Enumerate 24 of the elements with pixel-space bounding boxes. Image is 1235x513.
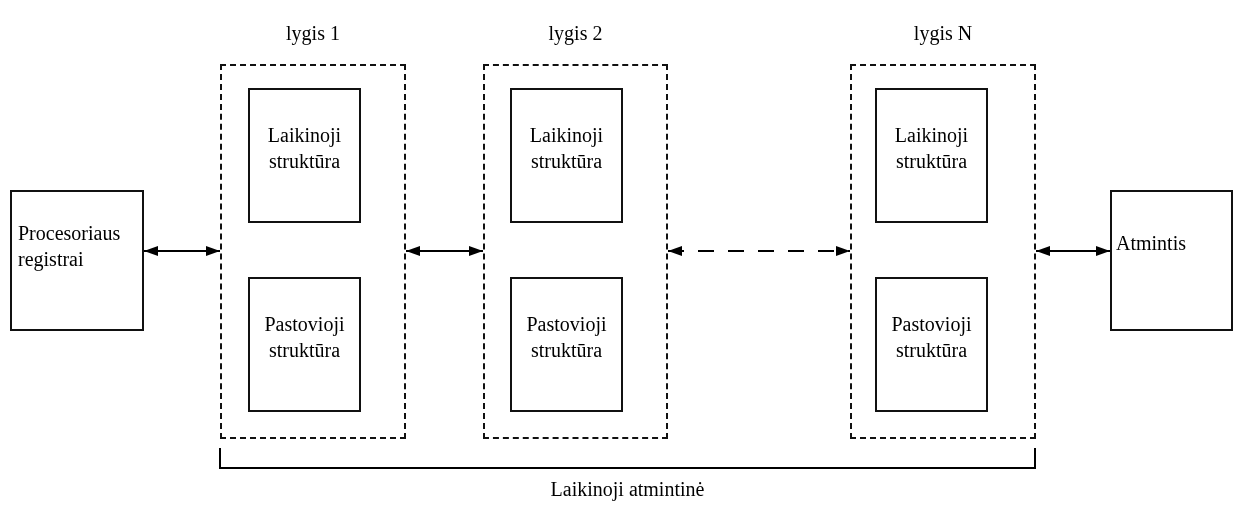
- box-label: Pastovioji struktūra: [263, 312, 346, 363]
- box-label: Pastovioji struktūra: [890, 312, 973, 363]
- structure-box: [510, 277, 623, 412]
- level-heading: lygis N: [912, 21, 974, 46]
- double-arrow: [405, 246, 484, 256]
- box-label: Laikinoji struktūra: [266, 123, 343, 174]
- double-arrow: [667, 246, 851, 256]
- level-heading: lygis 1: [285, 21, 341, 46]
- structure-box: [875, 277, 988, 412]
- box-label: Pastovioji struktūra: [525, 312, 608, 363]
- register-box: [10, 190, 144, 331]
- box-label: Laikinoji struktūra: [528, 123, 605, 174]
- bracket-label: Laikinoji atmintinė: [549, 477, 706, 502]
- level-heading: lygis 2: [547, 21, 604, 46]
- memory-box: [1110, 190, 1233, 331]
- structure-box: [248, 88, 361, 223]
- box-label: Laikinoji struktūra: [893, 123, 970, 174]
- box-label: Procesoriaus registrai: [18, 221, 122, 272]
- structure-box: [248, 277, 361, 412]
- structure-box: [875, 88, 988, 223]
- structure-box: [510, 88, 623, 223]
- double-arrow: [143, 246, 221, 256]
- double-arrow: [1035, 246, 1111, 256]
- box-label: Atmintis: [1116, 231, 1186, 256]
